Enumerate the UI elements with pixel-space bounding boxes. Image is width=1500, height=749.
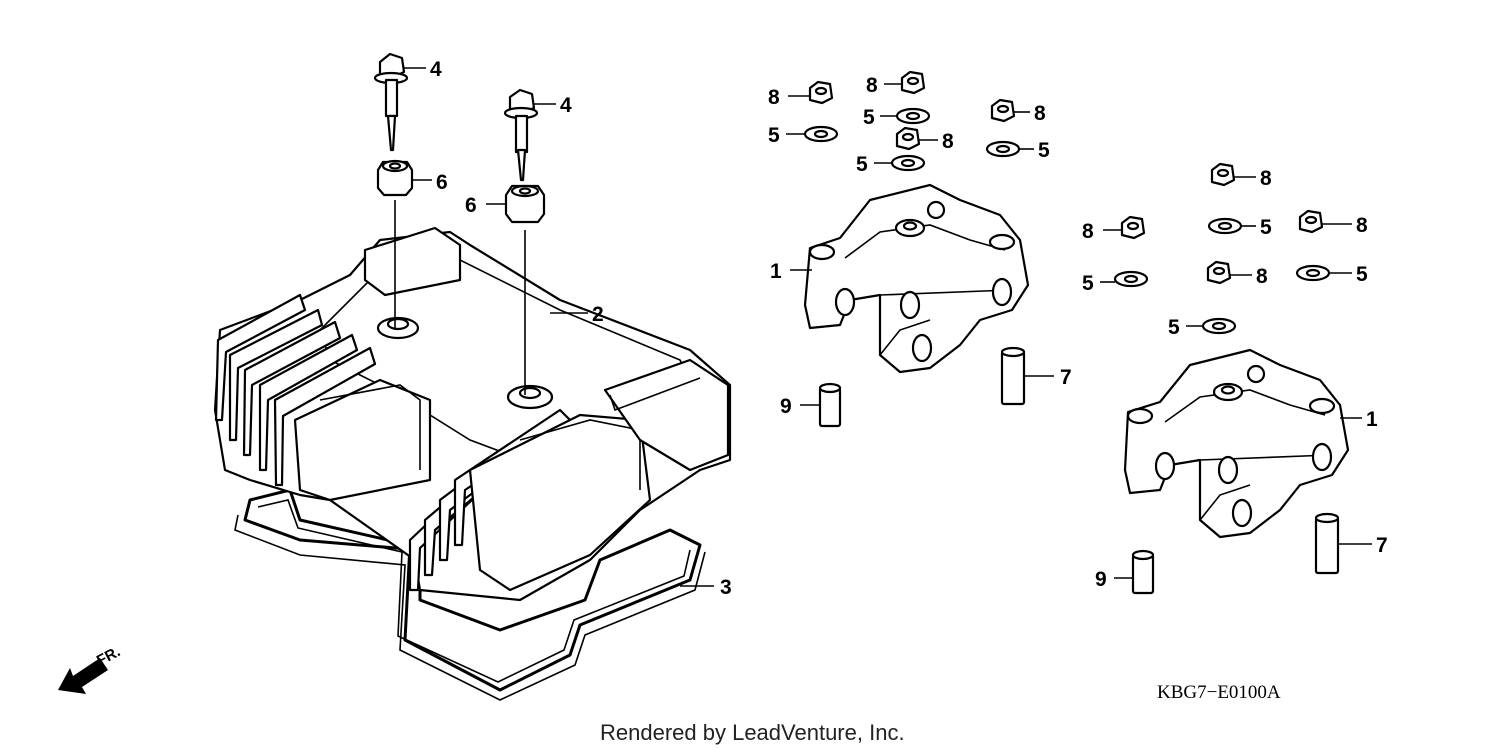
nut-r1-drawing[interactable]	[1210, 162, 1236, 187]
washer-l1-drawing[interactable]	[803, 125, 839, 143]
callout-nut-l1: 8	[768, 86, 780, 109]
callout-washer-l3: 5	[856, 153, 868, 176]
callout-washer-l2: 5	[863, 106, 875, 129]
grommet-a-drawing[interactable]	[376, 159, 414, 197]
washer-r4-drawing[interactable]	[1201, 317, 1237, 335]
front-arrow-icon	[58, 658, 108, 694]
head-cover-drawing[interactable]	[213, 200, 732, 602]
callout-nut-l4: 8	[942, 130, 954, 153]
collar-left-drawing[interactable]	[818, 382, 842, 428]
nut-l4-drawing[interactable]	[895, 126, 921, 151]
nut-l2-drawing[interactable]	[900, 70, 926, 95]
cover-bolt-a-drawing[interactable]	[373, 52, 409, 152]
callout-grommet-b: 6	[465, 194, 477, 217]
callout-nut-r1: 8	[1260, 167, 1272, 190]
callout-dowel-right: 7	[1376, 534, 1388, 557]
callout-head-cover: 2	[592, 303, 604, 326]
washer-l2-drawing[interactable]	[895, 107, 931, 125]
dowel-left-drawing[interactable]	[1000, 346, 1026, 406]
callout-collar-left: 9	[780, 395, 792, 418]
callout-grommet-a: 6	[436, 171, 448, 194]
callout-holder-left: 1	[770, 260, 782, 283]
callout-washer-l4: 5	[1038, 139, 1050, 162]
callout-nut-r2: 8	[1082, 220, 1094, 243]
callout-nut-r4: 8	[1256, 265, 1268, 288]
grommet-b-drawing[interactable]	[504, 184, 546, 224]
collar-right-drawing[interactable]	[1131, 549, 1155, 595]
washer-r3-drawing[interactable]	[1295, 264, 1331, 282]
leader-lines	[404, 67, 1372, 587]
callout-washer-l1: 5	[768, 124, 780, 147]
nut-r4-drawing[interactable]	[1206, 260, 1232, 285]
callout-washer-r2: 5	[1082, 272, 1094, 295]
washer-l4-drawing[interactable]	[985, 140, 1021, 158]
nut-l3-drawing[interactable]	[990, 98, 1016, 123]
nut-r2-drawing[interactable]	[1120, 215, 1146, 240]
cover-bolt-b-drawing[interactable]	[503, 88, 539, 182]
holder-right-drawing[interactable]	[1123, 348, 1350, 539]
callout-gasket: 3	[720, 576, 732, 599]
washer-l3-drawing[interactable]	[890, 154, 926, 172]
credit-text: Rendered by LeadVenture, Inc.	[600, 720, 905, 745]
dowel-right-drawing[interactable]	[1314, 512, 1340, 575]
holder-left-drawing[interactable]	[803, 183, 1030, 374]
callout-nut-l3: 8	[1034, 102, 1046, 125]
washer-r2-drawing[interactable]	[1113, 270, 1149, 288]
callout-cover-bolt-b: 4	[560, 94, 572, 117]
callout-nut-l2: 8	[866, 74, 878, 97]
callout-washer-r1: 5	[1260, 216, 1272, 239]
callout-nut-r3: 8	[1356, 214, 1368, 237]
callout-collar-right: 9	[1095, 568, 1107, 591]
callout-holder-right: 1	[1366, 408, 1378, 431]
washer-r1-drawing[interactable]	[1207, 217, 1243, 235]
nut-r3-drawing[interactable]	[1298, 209, 1324, 234]
callout-dowel-left: 7	[1060, 366, 1072, 389]
callout-washer-r4: 5	[1168, 316, 1180, 339]
diagram-code: KBG7−E0100A	[1157, 682, 1281, 703]
callout-washer-r3: 5	[1356, 263, 1368, 286]
nut-l1-drawing[interactable]	[808, 80, 834, 105]
callout-cover-bolt-a: 4	[430, 58, 442, 81]
